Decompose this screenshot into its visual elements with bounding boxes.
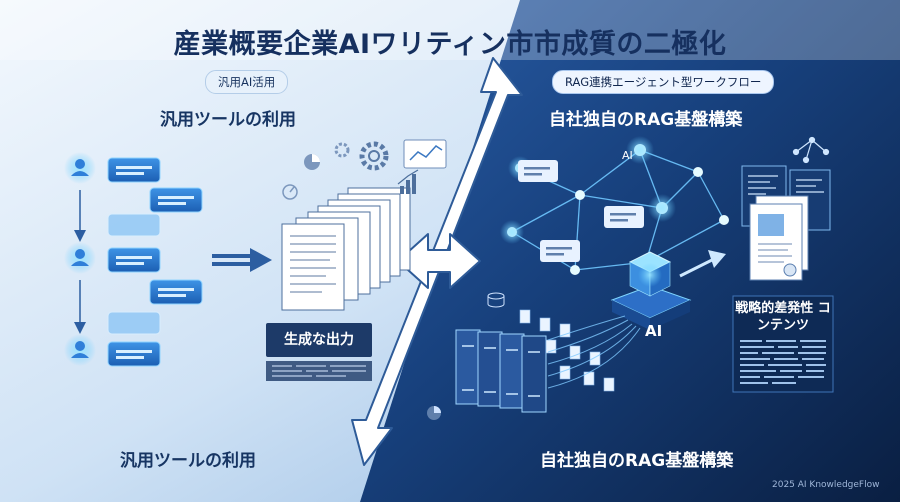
network-node-icon <box>792 136 830 164</box>
chat-bubble-icon <box>107 213 161 237</box>
user-icon <box>64 242 96 274</box>
gear-icon <box>359 141 389 171</box>
chart-icon <box>304 154 320 170</box>
ai-cube-icon <box>610 251 692 330</box>
chat-bubble-icon <box>518 160 558 182</box>
gauge-icon <box>282 184 298 200</box>
gear-icon <box>334 142 350 158</box>
left-bottom-label: 汎用ツールの利用 <box>120 451 256 471</box>
chart-icon <box>427 406 441 420</box>
left-subtitle: 汎用ツールの利用 <box>160 110 296 130</box>
book-icon <box>455 329 547 413</box>
right-category-pill: RAG連携エージェント型ワークフロー <box>552 70 775 94</box>
right-subtitle: 自社独自のRAG基盤構築 <box>549 110 743 130</box>
user-chat-column <box>64 152 203 367</box>
output-text-lines <box>266 361 372 381</box>
flowing-documents <box>519 309 615 392</box>
chat-bubble-icon <box>604 206 644 228</box>
chat-bubble-icon <box>149 279 203 305</box>
chat-bubble-icon <box>107 311 161 335</box>
chat-bubble-icon <box>540 240 580 262</box>
chat-bubble-icon <box>107 341 161 367</box>
flow-lines <box>547 315 641 389</box>
page-title: 産業概要企業AIワリティン市市成質の二極化 <box>173 29 727 60</box>
database-icon <box>487 292 505 308</box>
horizontal-double-arrow-icon <box>397 233 481 289</box>
chat-bubble-icon <box>107 247 161 273</box>
user-icon <box>64 152 96 184</box>
report-document-icon <box>749 195 809 281</box>
right-bottom-label: 自社独自のRAG基盤構築 <box>540 451 734 471</box>
user-icon <box>64 334 96 366</box>
chat-bubble-icon <box>107 157 161 183</box>
flow-arrow-icon <box>212 248 272 272</box>
left-category-pill: 汎用AI活用 <box>205 70 289 94</box>
footer-credit: 2025 AI KnowledgeFlow <box>772 480 880 490</box>
strategic-content-label: 戦略的差発性 コンテンツ <box>735 301 831 333</box>
chat-bubble-icon <box>149 187 203 213</box>
document-stack-icon <box>281 187 411 311</box>
strategic-panel <box>732 295 834 393</box>
network-ai-tag: AI <box>622 149 633 162</box>
generated-output-label: 生成な出力 <box>266 323 372 357</box>
ai-label: AI <box>645 322 663 340</box>
chart-icon <box>397 169 419 194</box>
flow-arrow-icon <box>679 250 726 278</box>
chart-icon <box>403 139 447 169</box>
